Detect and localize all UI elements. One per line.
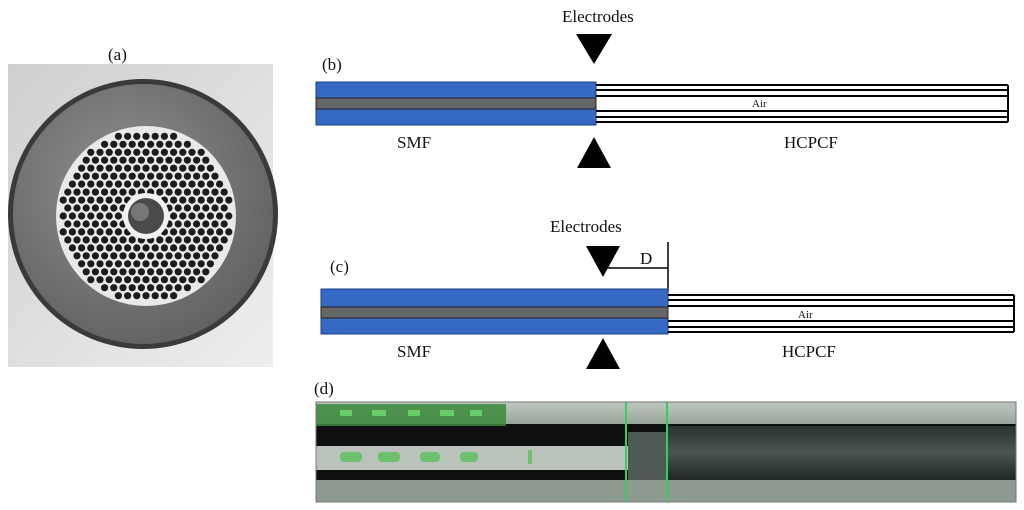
hcpcf-label-c: HCPCF	[782, 342, 836, 361]
smf-label-c: SMF	[397, 342, 432, 361]
panel-c-label: (c)	[330, 257, 349, 276]
offset-dimension-marker	[603, 242, 669, 292]
hcpcf-label-b: HCPCF	[784, 133, 838, 152]
hcpcf-fiber-b	[596, 84, 1009, 123]
offset-distance-label: D	[640, 249, 653, 268]
air-core-label-b: Air	[752, 98, 767, 110]
electrodes-label-b: Electrodes	[562, 7, 634, 26]
electrode-bottom-c	[586, 338, 620, 369]
panel-a-label: (a)	[108, 45, 127, 64]
smf-core-c	[320, 306, 669, 319]
electrode-top-b	[576, 34, 612, 64]
smf-label-b: SMF	[397, 133, 432, 152]
electrode-bottom-b	[577, 137, 611, 168]
panel-b-label: (b)	[322, 55, 342, 74]
electrode-top-c	[586, 246, 620, 277]
air-core-label-c: Air	[798, 309, 813, 321]
hcpcf-fiber-c	[668, 294, 1015, 333]
electrodes-label-c: Electrodes	[550, 217, 622, 236]
smf-core-b	[315, 97, 597, 110]
panel-d-label: (d)	[314, 379, 334, 398]
